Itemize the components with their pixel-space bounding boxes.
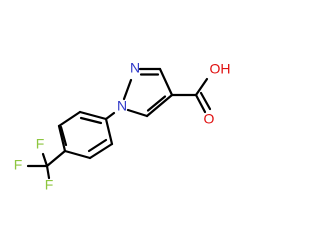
bond-ph-c6-c1 <box>78 110 108 121</box>
bond-ph-c1-c2 <box>104 117 114 146</box>
bond-c4-c5 <box>145 93 174 118</box>
bond-ph-inner-1 <box>87 138 108 153</box>
bond-c-oh <box>194 77 209 97</box>
bond-ph-c4-c5 <box>57 124 67 153</box>
bond-c-o-2 <box>199 91 212 111</box>
fluorine-label-top: F <box>36 136 45 152</box>
bond-ph-c2-c3 <box>88 142 114 160</box>
molecule-diagram: N N OH O F F F <box>14 60 231 193</box>
bond-ph-inner-2 <box>59 125 68 147</box>
bond-c3-c4 <box>158 67 174 97</box>
bond-n1-phenyl <box>104 111 116 121</box>
bond-ph-cf3 <box>45 149 67 168</box>
oxygen-label-carbonyl: O <box>204 111 215 127</box>
bond-ph-inner-3 <box>79 116 103 125</box>
structure-canvas: N N OH O F F F <box>13 59 231 193</box>
bond-c4-c5-double <box>146 95 167 112</box>
bond-c-f-top <box>41 152 49 168</box>
bond-c5-n1 <box>126 108 149 118</box>
oxygen-label-hydroxyl: OH <box>210 61 231 77</box>
fluorine-label-bottom: F <box>45 177 54 193</box>
bond-n1-n2 <box>122 78 133 101</box>
bond-ph-c5-c6 <box>57 110 82 128</box>
nitrogen-label-top: N <box>130 60 140 76</box>
fluorine-label-left: F <box>14 157 23 173</box>
bond-ph-c3-c4 <box>63 149 92 160</box>
bond-c-f-bottom <box>45 164 51 180</box>
nitrogen-label-ring: N <box>117 98 127 114</box>
bond-c-o-1 <box>194 93 207 114</box>
